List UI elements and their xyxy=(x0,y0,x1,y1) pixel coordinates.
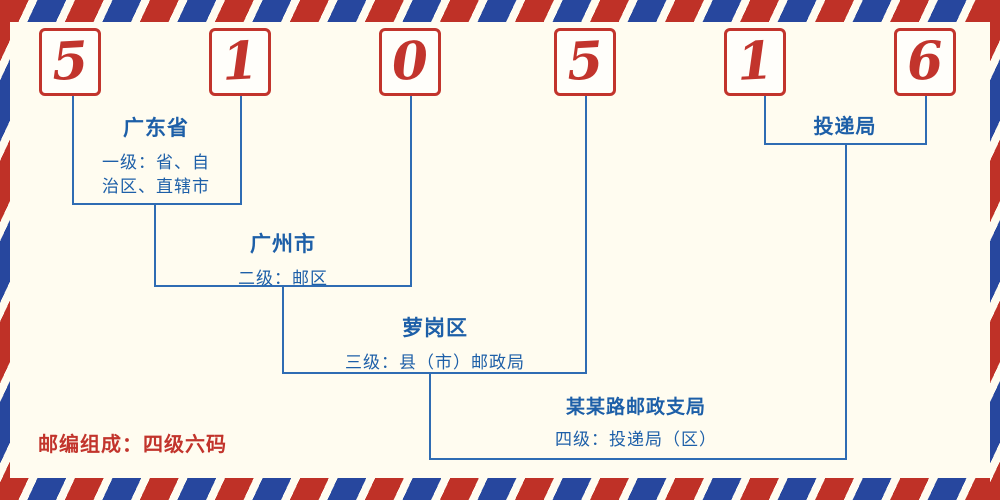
postal-digit-3: 0 xyxy=(390,30,430,93)
level-3-name: 萝岗区 xyxy=(402,317,468,340)
delivery-office-name: 投递局 xyxy=(813,116,877,138)
level-1-label: 广东省 一级：省、自治区、直辖市 xyxy=(78,112,234,199)
delivery-office-label: 投递局 xyxy=(765,110,925,139)
line-delivery-bottom xyxy=(764,143,927,145)
line-level1-to-level2 xyxy=(154,203,156,285)
level-4-label: 某某路邮政支局 四级：投递局（区） xyxy=(480,392,792,452)
line-digit5-down xyxy=(764,96,766,143)
digit-box-6: 6 xyxy=(894,28,956,96)
airmail-border-bottom xyxy=(0,478,1000,500)
level-1-name: 广东省 xyxy=(123,117,189,140)
line-digit2-down xyxy=(240,96,242,203)
level-4-name: 某某路邮政支局 xyxy=(565,397,706,418)
line-level2-to-level3 xyxy=(282,285,284,372)
level-1-description: 一级：省、自治区、直辖市 xyxy=(102,153,210,196)
line-digit3-down xyxy=(410,96,412,285)
digit-box-4: 5 xyxy=(554,28,616,96)
line-delivery-to-level4 xyxy=(845,143,847,458)
level-3-description: 三级：县（市）邮政局 xyxy=(345,353,525,372)
line-level3-bottom xyxy=(282,372,587,374)
digit-box-1: 5 xyxy=(39,28,101,96)
line-level1-bottom xyxy=(72,203,242,205)
postal-digit-6: 6 xyxy=(905,30,945,93)
line-digit4-down xyxy=(585,96,587,372)
postal-digit-1: 5 xyxy=(50,30,90,93)
composition-note: 邮编组成：四级六码 xyxy=(38,434,227,456)
digit-box-3: 0 xyxy=(379,28,441,96)
line-level4-bottom xyxy=(429,458,847,460)
line-level3-to-level4 xyxy=(429,372,431,458)
airmail-border-left xyxy=(0,0,10,500)
digit-box-5: 1 xyxy=(724,28,786,96)
level-2-label: 广州市 二级：邮区 xyxy=(155,228,411,291)
airmail-border-top xyxy=(0,0,1000,22)
level-2-name: 广州市 xyxy=(250,233,316,256)
level-4-description: 四级：投递局（区） xyxy=(555,430,717,449)
line-digit6-down xyxy=(925,96,927,143)
digit-box-2: 1 xyxy=(209,28,271,96)
line-digit1-down xyxy=(72,96,74,203)
level-3-label: 萝岗区 三级：县（市）邮政局 xyxy=(285,312,585,375)
airmail-border-right xyxy=(990,0,1000,500)
level-2-description: 二级：邮区 xyxy=(238,269,328,288)
postal-digit-4: 5 xyxy=(565,30,605,93)
postal-digit-2: 1 xyxy=(220,30,260,93)
postal-digit-5: 1 xyxy=(735,30,775,93)
